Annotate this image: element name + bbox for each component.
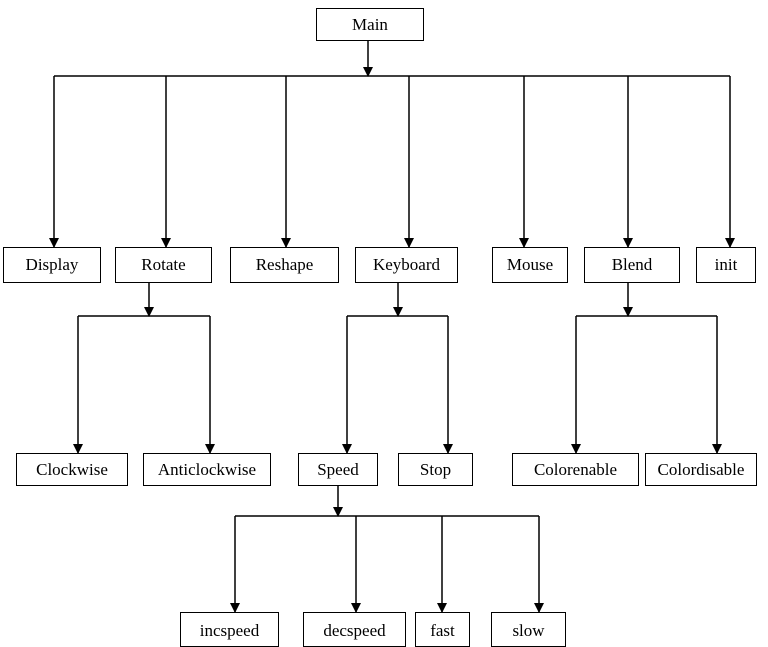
node-clockwise: Clockwise: [16, 453, 128, 486]
node-speed: Speed: [298, 453, 378, 486]
node-init: init: [696, 247, 756, 283]
node-mouse: Mouse: [492, 247, 568, 283]
node-incspeed: incspeed: [180, 612, 279, 647]
node-keyboard: Keyboard: [355, 247, 458, 283]
node-blend: Blend: [584, 247, 680, 283]
node-decspeed: decspeed: [303, 612, 406, 647]
node-colordisable: Colordisable: [645, 453, 757, 486]
node-rotate: Rotate: [115, 247, 212, 283]
node-slow: slow: [491, 612, 566, 647]
node-main: Main: [316, 8, 424, 41]
node-stop: Stop: [398, 453, 473, 486]
node-fast: fast: [415, 612, 470, 647]
node-anticlockwise: Anticlockwise: [143, 453, 271, 486]
node-colorenable: Colorenable: [512, 453, 639, 486]
node-reshape: Reshape: [230, 247, 339, 283]
node-display: Display: [3, 247, 101, 283]
